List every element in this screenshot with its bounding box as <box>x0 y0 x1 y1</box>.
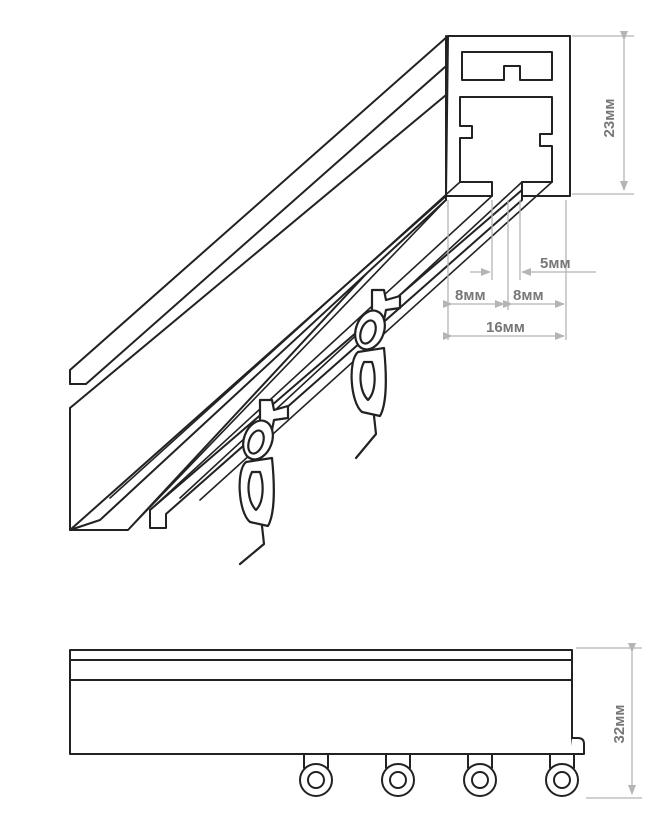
roller-1 <box>299 753 333 797</box>
rail-upper-face <box>69 35 463 385</box>
dimension-label-32mm: 32мм <box>611 705 628 744</box>
roller-4 <box>545 753 579 797</box>
roller-3 <box>463 753 497 797</box>
rail-body-front <box>69 94 447 531</box>
rail-end-profile <box>445 35 571 197</box>
roller-2 <box>381 753 415 797</box>
dimension-label-5mm: 5мм <box>540 255 571 272</box>
dimension-label-8mm-right: 8мм <box>513 287 544 304</box>
dimension-height-32: 32мм <box>576 643 642 799</box>
dimension-widths: 5мм 8мм 8мм 16мм <box>443 200 596 340</box>
runner-hook-1 <box>238 398 290 566</box>
dimension-label-23mm: 23мм <box>601 99 618 138</box>
dimension-height-23: 23мм <box>572 31 634 195</box>
dimension-label-8mm-left: 8мм <box>455 287 486 304</box>
runner-hook-2 <box>350 288 402 460</box>
rail-side-view <box>69 649 585 797</box>
rail-perspective-view <box>69 35 571 531</box>
dimension-label-16mm: 16мм <box>486 319 525 336</box>
